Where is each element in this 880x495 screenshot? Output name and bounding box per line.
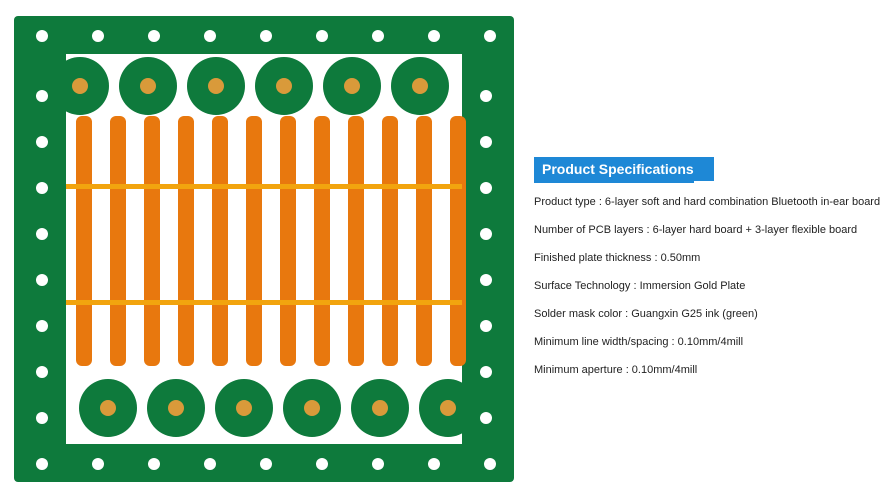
mounting-hole [92, 458, 104, 470]
mounting-hole [260, 30, 272, 42]
mounting-hole [372, 458, 384, 470]
mounting-hole [148, 458, 160, 470]
gold-contact [72, 78, 88, 94]
title-underline [534, 181, 694, 183]
gold-contact [100, 400, 116, 416]
mounting-hole [148, 30, 160, 42]
gold-contact [236, 400, 252, 416]
mounting-hole [480, 366, 492, 378]
mounting-hole [484, 30, 496, 42]
spec-product-type: Product type : 6-layer soft and hard com… [534, 196, 880, 208]
mounting-hole [480, 182, 492, 194]
flex-strip [382, 116, 398, 366]
mounting-hole [36, 274, 48, 286]
gold-contact [168, 400, 184, 416]
flex-strip [110, 116, 126, 366]
gold-contact [344, 78, 360, 94]
mounting-hole [36, 366, 48, 378]
mounting-hole [480, 412, 492, 424]
mounting-hole [316, 30, 328, 42]
mounting-hole [36, 136, 48, 148]
earbud-pads [51, 57, 477, 437]
spec-solder-mask: Solder mask color : Guangxin G25 ink (gr… [534, 308, 758, 320]
spec-line-width: Minimum line width/spacing : 0.10mm/4mil… [534, 336, 744, 348]
flex-strip [314, 116, 330, 366]
mounting-hole [260, 458, 272, 470]
gold-contact [372, 400, 388, 416]
spec-surface: Surface Technology : Immersion Gold Plat… [534, 280, 746, 292]
flex-strips [66, 116, 466, 366]
flex-strip [144, 116, 160, 366]
mounting-hole [316, 458, 328, 470]
mounting-hole [36, 412, 48, 424]
specifications-panel: Product Specifications Product type : 6-… [534, 0, 880, 495]
mounting-hole [36, 228, 48, 240]
mounting-hole [480, 90, 492, 102]
flex-strip [212, 116, 228, 366]
flex-strip [76, 116, 92, 366]
flex-strip [280, 116, 296, 366]
mounting-hole [36, 320, 48, 332]
mounting-hole [372, 30, 384, 42]
gold-contact [440, 400, 456, 416]
spec-pcb-layers: Number of PCB layers : 6-layer hard boar… [534, 224, 858, 236]
flex-strip [416, 116, 432, 366]
mounting-hole [428, 458, 440, 470]
flex-strip [450, 116, 466, 366]
mounting-hole [92, 30, 104, 42]
flex-strip [348, 116, 364, 366]
mounting-hole [480, 228, 492, 240]
mounting-hole [204, 458, 216, 470]
flex-strip [246, 116, 262, 366]
mounting-hole [428, 30, 440, 42]
gold-contact [304, 400, 320, 416]
mounting-hole [36, 90, 48, 102]
mounting-hole [36, 30, 48, 42]
mounting-hole [204, 30, 216, 42]
mounting-hole [480, 274, 492, 286]
mounting-holes [36, 30, 496, 470]
mounting-hole [36, 458, 48, 470]
specs-title: Product Specifications [534, 157, 714, 181]
pcb-board-image [14, 16, 514, 482]
gold-contact [208, 78, 224, 94]
gold-trace [66, 184, 462, 189]
mounting-hole [480, 136, 492, 148]
gold-contact [276, 78, 292, 94]
gold-trace [66, 300, 462, 305]
gold-contact [412, 78, 428, 94]
mounting-hole [484, 458, 496, 470]
mounting-hole [36, 182, 48, 194]
mounting-hole [480, 320, 492, 332]
gold-contact [140, 78, 156, 94]
spec-aperture: Minimum aperture : 0.10mm/4mill [534, 364, 698, 376]
flex-strip [178, 116, 194, 366]
spec-thickness: Finished plate thickness : 0.50mm [534, 252, 701, 264]
